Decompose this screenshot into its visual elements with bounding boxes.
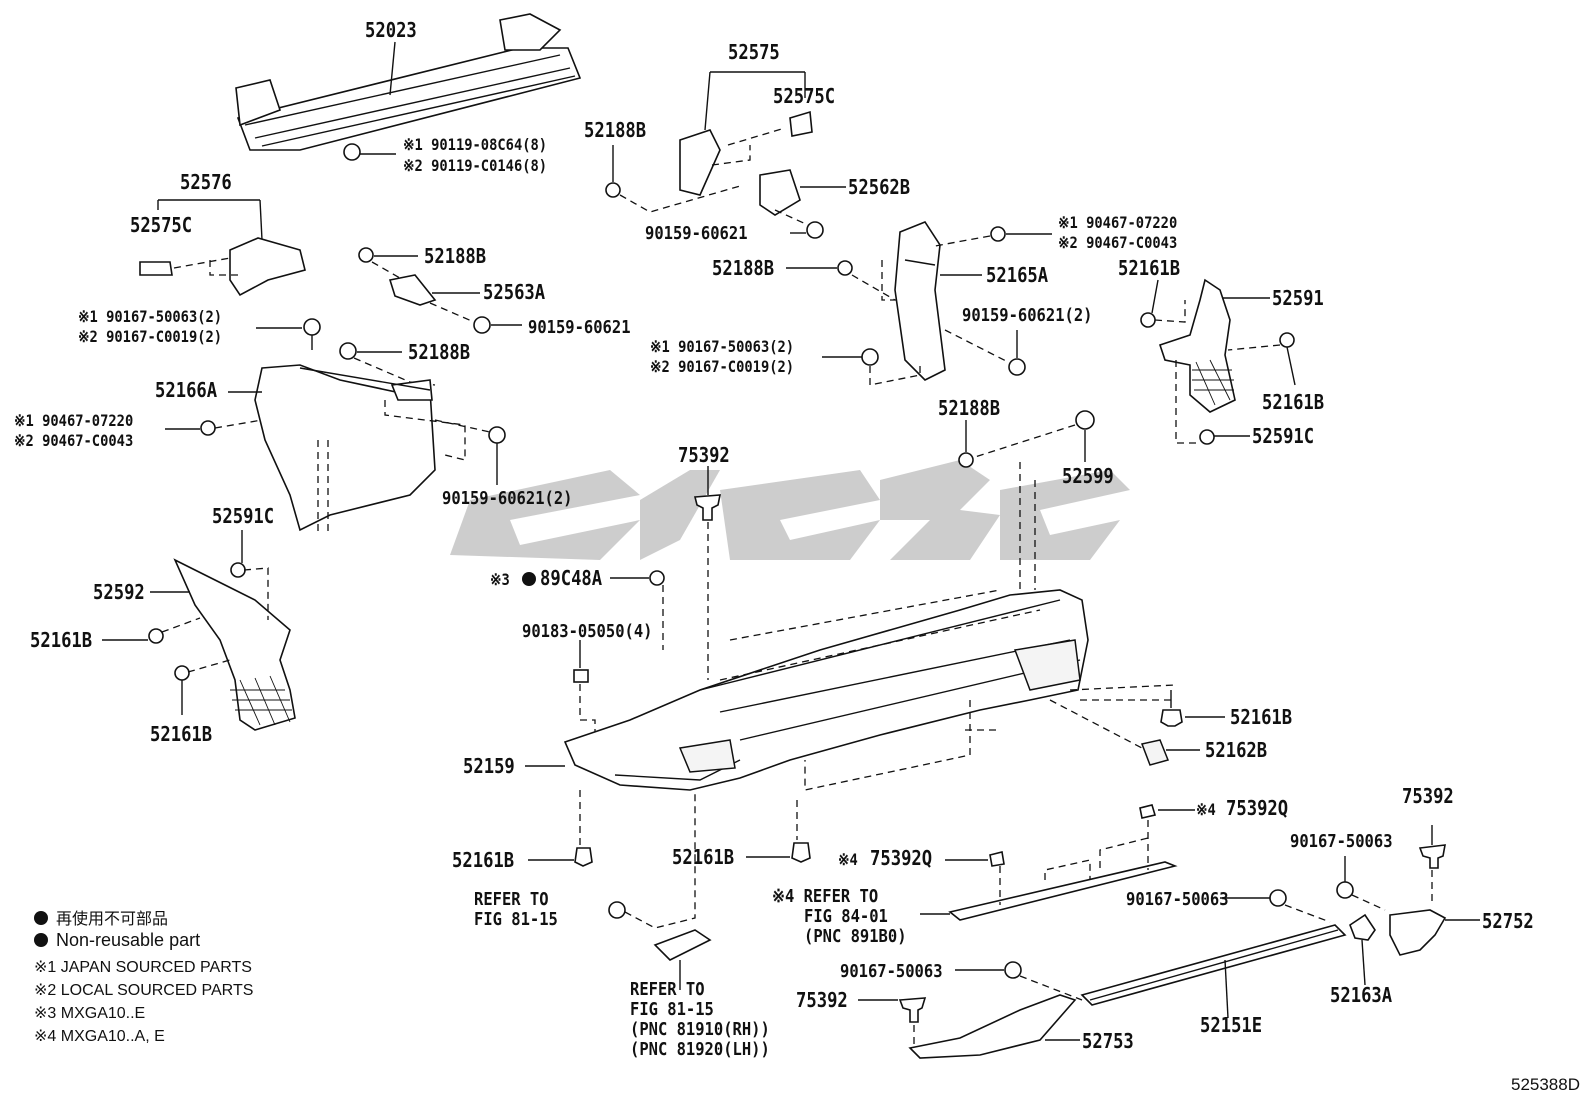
label-52023: 52023 <box>365 18 417 42</box>
label-52591C-left: 52591C <box>212 504 275 528</box>
side-panel-52166A <box>165 364 506 535</box>
label-52161B-left-b: 52161B <box>150 722 213 746</box>
bumper-cover-52159 <box>525 589 1225 791</box>
label-bolt-alt2: ※2 90119-C0146(8) <box>403 156 548 175</box>
label-89C48A: 89C48A <box>540 566 603 590</box>
bracket-52591 <box>1140 278 1296 445</box>
label-52575C-top: 52575C <box>773 84 836 108</box>
label-52161B-bottom-mid: 52161B <box>672 845 735 869</box>
label-52188B-mid: 52188B <box>424 244 487 268</box>
non-reusable-dot-icon <box>34 933 48 947</box>
legend-line-3: ※1 JAPAN SOURCED PARTS <box>34 959 252 976</box>
label-bolt-alt1: ※1 90119-08C64(8) <box>403 135 548 154</box>
label-52188B-center: 52188B <box>938 396 1001 420</box>
molding-75392Q <box>920 804 1195 921</box>
label-52591C-right: 52591C <box>1252 424 1315 448</box>
non-reusable-dot-icon <box>522 572 536 586</box>
label-refer-right-3: (PNC 891B0) <box>804 926 907 947</box>
label-52575C-left: 52575C <box>130 213 193 237</box>
label-90167-50063-c: 90167-50063 <box>840 961 943 982</box>
legend-line-5: ※3 MXGA10..E <box>34 1005 146 1022</box>
label-75392Q-b: 75392Q <box>870 846 933 870</box>
label-clip-left-alt1: ※1 90467-07220 <box>14 411 134 430</box>
label-75392Q-a: 75392Q <box>1226 796 1289 820</box>
label-refer-right-2: FIG 84-01 <box>804 906 888 927</box>
label-refer-mid-2: FIG 81-15 <box>630 999 714 1020</box>
label-52161B-fr-b: 52161B <box>1262 390 1325 414</box>
label-90167-50063-a: 90167-50063 <box>1290 831 1393 852</box>
fasteners-lower <box>528 790 811 990</box>
non-reusable-dot-icon <box>34 911 48 925</box>
legend-text-2: Non-reusable part <box>56 930 201 950</box>
label-52576: 52576 <box>180 170 232 194</box>
label-90183-05050: 90183-05050(4) <box>522 621 653 642</box>
label-screw-left-alt2: ※2 90167-C0019(2) <box>78 327 223 346</box>
label-52188B-top: 52188B <box>584 118 647 142</box>
label-52161B-bumper-right: 52161B <box>1230 705 1293 729</box>
label-refer-left-1: REFER TO <box>474 889 549 910</box>
label-52592: 52592 <box>93 580 145 604</box>
label-refer-left-2: FIG 81-15 <box>474 909 558 930</box>
label-52161B-bottom-left: 52161B <box>452 848 515 872</box>
label-52159: 52159 <box>463 754 515 778</box>
legend-line-2: Non-reusable part <box>34 930 200 951</box>
label-note4-b: ※4 <box>838 850 858 869</box>
bracket-52165A <box>786 221 1052 386</box>
fasteners-center <box>573 410 1095 740</box>
molding-52151E <box>858 889 1347 1059</box>
label-75392-right: 75392 <box>1402 784 1454 808</box>
reinforcement-52023 <box>235 13 582 161</box>
label-52575: 52575 <box>728 40 780 64</box>
label-52161B-fr-a: 52161B <box>1118 256 1181 280</box>
bracket-52575 <box>605 71 846 239</box>
label-clip-tr-alt2: ※2 90467-C0043 <box>1058 233 1178 252</box>
label-clip-left-alt2: ※2 90467-C0043 <box>14 431 134 450</box>
diagram-code: 525388D <box>1510 1075 1580 1094</box>
label-52563A: 52563A <box>483 280 546 304</box>
label-refer-mid-3: (PNC 81910(RH)) <box>630 1019 770 1040</box>
label-52562B: 52562B <box>848 175 911 199</box>
label-75392-bottom: 75392 <box>796 988 848 1012</box>
legend-line-6: ※4 MXGA10..A, E <box>34 1028 165 1045</box>
label-52188B-left: 52188B <box>408 340 471 364</box>
label-90159-60621-2-right: 90159-60621(2) <box>962 305 1093 326</box>
label-clip-tr-alt1: ※1 90467-07220 <box>1058 213 1178 232</box>
label-refer-mid-1: REFER TO <box>630 979 705 1000</box>
label-52752: 52752 <box>1482 909 1534 933</box>
label-52161B-left-a: 52161B <box>30 628 93 652</box>
label-52591: 52591 <box>1272 286 1324 310</box>
label-52188B-right: 52188B <box>712 256 775 280</box>
end-pieces <box>1336 825 1480 986</box>
label-note4-a: ※4 <box>1196 800 1216 819</box>
bracket-52592 <box>102 530 296 731</box>
label-90159-60621-mid: 90159-60621 <box>528 317 631 338</box>
label-screw-left-alt1: ※1 90167-50063(2) <box>78 307 223 326</box>
label-52753: 52753 <box>1082 1029 1134 1053</box>
label-52163A: 52163A <box>1330 983 1393 1007</box>
legend-line-4: ※2 LOCAL SOURCED PARTS <box>34 982 254 999</box>
label-refer-mid-4: (PNC 81920(LH)) <box>630 1039 770 1060</box>
label-90159-60621-top: 90159-60621 <box>645 223 748 244</box>
legend-line-1: 再使用不可部品 <box>34 905 168 929</box>
label-52162B: 52162B <box>1205 738 1268 762</box>
watermark-logo <box>450 460 1130 560</box>
label-52599: 52599 <box>1062 464 1114 488</box>
label-52166A: 52166A <box>155 378 218 402</box>
bracket-52563A <box>358 247 522 334</box>
label-screw-mid-alt2: ※2 90167-C0019(2) <box>650 357 795 376</box>
label-52151E: 52151E <box>1200 1013 1263 1037</box>
label-90167-50063-b: 90167-50063 <box>1126 889 1229 910</box>
label-75392-mid: 75392 <box>678 443 730 467</box>
label-screw-mid-alt1: ※1 90167-50063(2) <box>650 337 795 356</box>
label-refer-right-1: ※4 REFER TO <box>772 886 879 907</box>
label-note3-prefix: ※3 <box>490 570 510 589</box>
label-90159-60621-2-left: 90159-60621(2) <box>442 488 573 509</box>
bracket-52576 <box>139 199 306 297</box>
legend-text-1: 再使用不可部品 <box>56 911 169 928</box>
label-52165A: 52165A <box>986 263 1049 287</box>
